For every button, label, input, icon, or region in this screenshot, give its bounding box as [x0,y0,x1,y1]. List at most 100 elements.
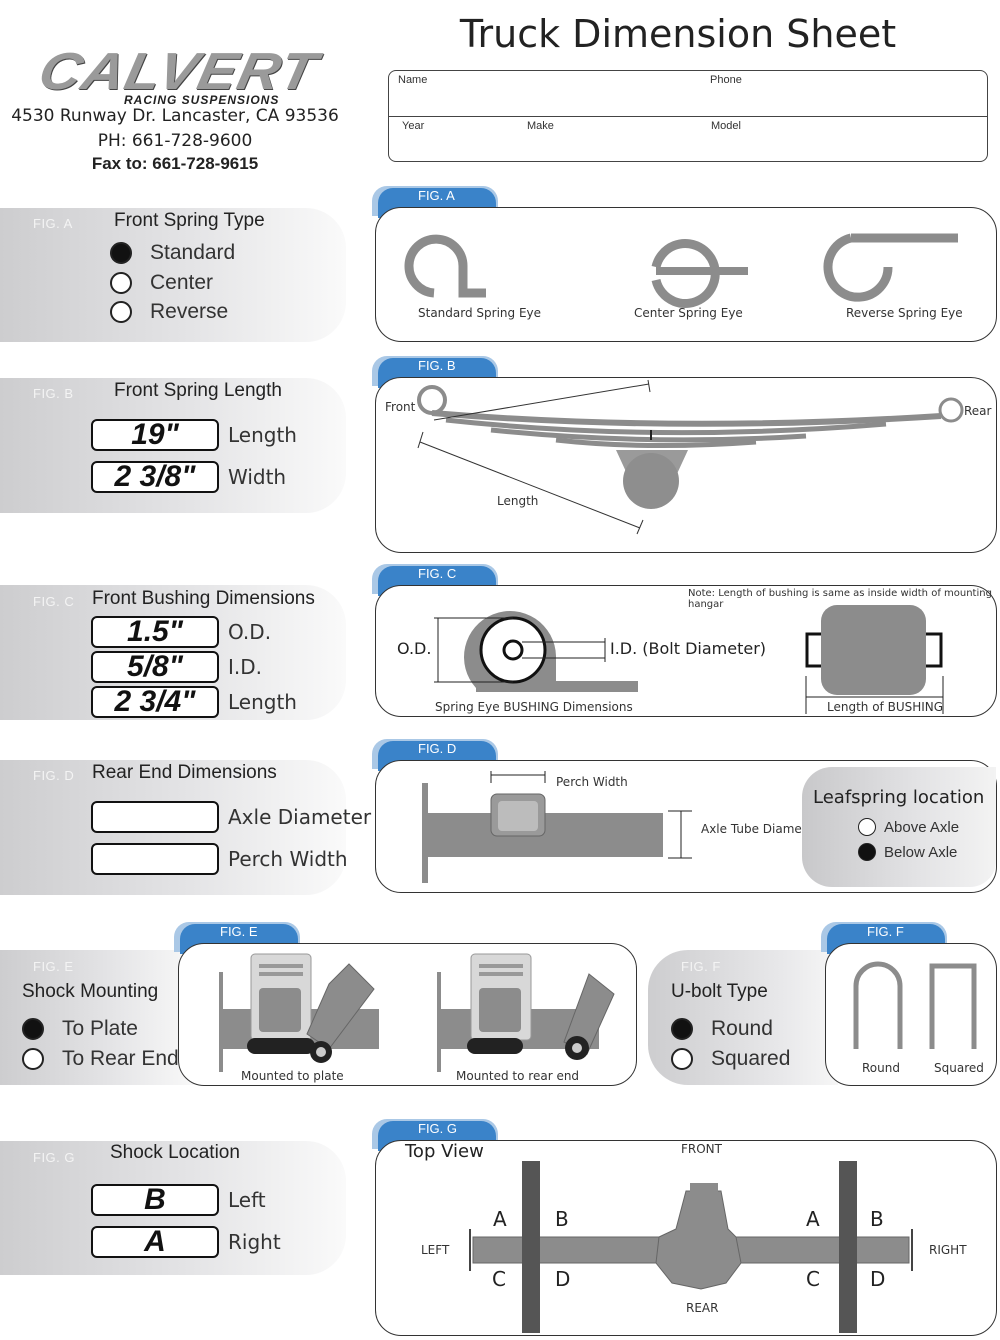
front-eye-icon [417,385,447,415]
shock-right-label: Right [228,1230,281,1254]
model-field[interactable] [745,122,982,156]
bushing-id-icon [502,639,524,661]
fig-b-panel [375,377,997,553]
od-label: O.D. [228,620,272,644]
spring-type-panel [0,208,346,342]
perch-width-label: Perch Width [228,847,348,871]
position-d-right[interactable]: D [870,1267,886,1291]
radio-to-plate[interactable] [22,1018,44,1040]
round-ubolt-icon [853,961,903,1049]
option-label: To Rear End [62,1047,179,1070]
bushing-length-row: 2 3/4" Length [91,686,297,718]
squared-caption: Squared [934,1061,984,1075]
eye-caption: Spring Eye BUSHING Dimensions [435,700,633,714]
bushing-block [821,605,926,695]
rear-end-caption: Mounted to rear end [456,1069,580,1083]
phone-field-label: Phone [710,74,742,86]
radio-standard[interactable] [110,242,132,264]
right-side-label: RIGHT [929,1243,967,1257]
ubolt-diagram [853,961,977,1049]
position-a-right[interactable]: A [806,1207,820,1231]
option-squared[interactable]: Squared [671,1047,790,1071]
option-round[interactable]: Round [671,1017,773,1041]
position-b-left[interactable]: B [555,1207,569,1231]
make-field-label: Make [527,120,554,132]
option-label: Squared [711,1047,791,1070]
length-caption: Length of BUSHING [827,700,944,714]
perch-width-input[interactable] [91,843,219,875]
option-standard[interactable]: Standard [110,241,235,265]
company-phone: PH: 661-728-9600 [97,131,253,151]
year-field-label: Year [402,120,425,132]
option-to-rear-end[interactable]: To Rear End [22,1047,179,1071]
left-side-label: LEFT [421,1243,450,1257]
company-address: 4530 Runway Dr. Lancaster, CA 93536 [11,106,339,126]
position-b-right[interactable]: B [870,1207,884,1231]
radio-below-axle[interactable] [858,843,876,861]
axle-tube-caption: Axle Tube Diameter [701,822,819,836]
fig-b-tag: FIG. B [33,386,74,401]
width-dimension-line [433,383,650,421]
spring-length-input[interactable]: 19" [91,419,219,451]
option-label: Reverse [150,300,229,323]
shock-right-input[interactable]: A [91,1226,219,1258]
shock-location-title: Shock Location [110,1142,240,1163]
length-dimension-line [419,441,641,529]
axle-diameter-label: Axle Diameter [228,805,372,829]
radio-round[interactable] [671,1018,693,1040]
option-above-axle[interactable]: Above Axle [858,818,959,836]
round-caption: Round [862,1061,900,1075]
bushing-length-input[interactable]: 2 3/4" [91,686,219,718]
option-center[interactable]: Center [110,271,213,295]
center-spring-eye-icon [651,239,748,308]
shock-left-label: Left [228,1188,266,1212]
position-a-left[interactable]: A [493,1207,507,1231]
spring-width-input[interactable]: 2 3/8" [91,461,219,493]
spring-length-title: Front Spring Length [114,380,282,401]
radio-above-axle[interactable] [858,818,876,836]
id-input[interactable]: 5/8" [91,651,219,683]
top-view-title: Top View [405,1141,484,1162]
radio-reverse[interactable] [110,301,132,323]
spring-eye-diagrams [404,233,958,308]
radio-squared[interactable] [671,1048,693,1070]
bushing-title: Front Bushing Dimensions [92,588,315,609]
position-d-left[interactable]: D [555,1267,571,1291]
fig-e-tag: FIG. E [33,959,74,974]
option-below-axle[interactable]: Below Axle [858,843,957,861]
id-row: 5/8" I.D. [91,651,262,683]
top-view-diagram [469,1161,913,1333]
form-divider [388,116,988,117]
company-fax: Fax to: 661-728-9615 [91,154,259,173]
option-reverse[interactable]: Reverse [110,300,228,324]
option-label: Below Axle [884,843,958,861]
shock-mounting-diagram [219,953,615,1072]
fig-f-tag: FIG. F [681,959,721,974]
left-frame-rail [522,1161,540,1333]
year-field[interactable] [428,122,518,156]
rear-eye-icon [938,397,964,423]
position-c-right[interactable]: C [806,1267,820,1291]
page-title: Truck Dimension Sheet [459,12,897,56]
bushing-length-label: Length [228,690,297,714]
axle-diameter-input[interactable] [91,801,219,833]
axle-diameter-row: Axle Diameter [91,801,371,833]
length-label: Length [497,494,539,508]
spring-width-row: 2 3/8" Width [91,461,286,493]
name-field[interactable] [440,76,700,110]
option-to-plate[interactable]: To Plate [22,1017,138,1041]
phone-field[interactable] [752,76,982,110]
fig-d-tag: FIG. D [33,768,75,783]
radio-to-rear-end[interactable] [22,1048,44,1070]
radio-center[interactable] [110,272,132,294]
fig-c-tag: FIG. C [33,594,75,609]
option-label: Center [150,271,214,294]
od-input[interactable]: 1.5" [91,616,219,648]
main-leaf [431,410,942,427]
reverse-spring-eye-icon [823,233,958,302]
rear-end-title: Rear End Dimensions [92,762,277,783]
make-field[interactable] [556,122,701,156]
shock-left-input[interactable]: B [91,1184,219,1216]
position-c-left[interactable]: C [492,1267,506,1291]
fig-e-panel [178,943,637,1086]
